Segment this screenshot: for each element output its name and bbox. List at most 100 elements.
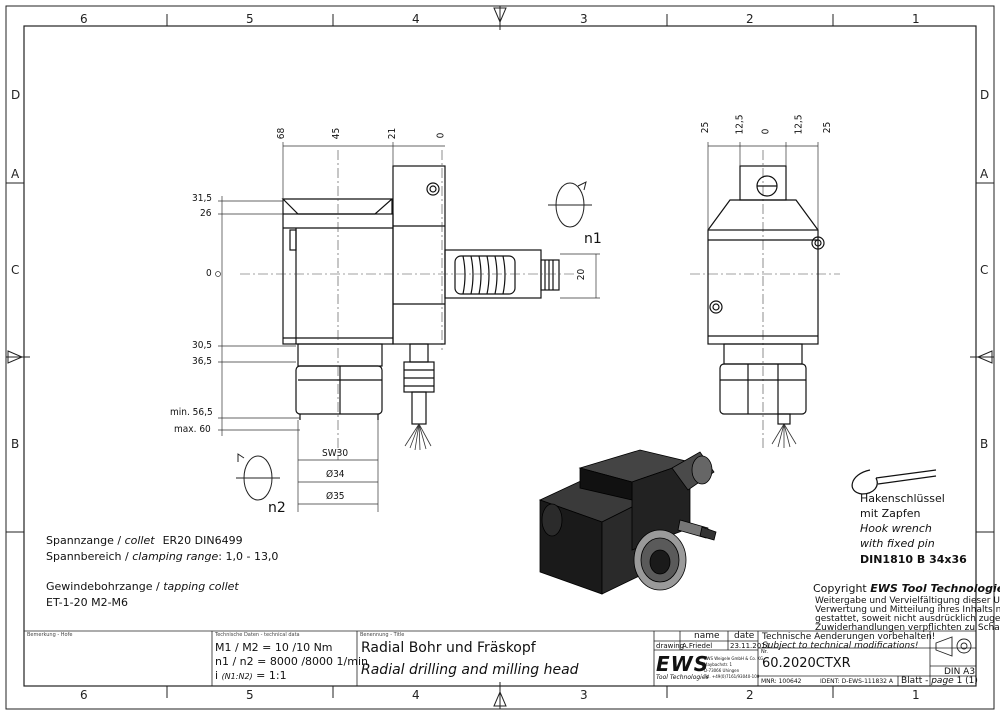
zone-row-a-right: A	[980, 167, 989, 181]
wrench-de-2: mit Zapfen	[860, 507, 921, 520]
change-note-en: Subject to technical modifications!	[762, 641, 919, 651]
zone-col-5-bottom: 5	[246, 688, 254, 702]
wrench-de-1: Hakenschlüssel	[860, 492, 945, 505]
tech-speed: n1 / n2 = 8000 /8000 1/min	[215, 655, 368, 668]
ratio-note: (N1:N2)	[221, 672, 253, 681]
zone-col-5: 5	[246, 12, 254, 26]
remarks-label: Bemerkung - Hofe	[27, 632, 73, 638]
dim-36-5: 36,5	[192, 356, 213, 367]
dim-min-56-5: min. 56,5	[170, 407, 213, 418]
zone-col-2: 2	[746, 12, 754, 26]
zone-row-d: D	[11, 88, 21, 102]
copyright-text-2: Verwertung und Mitteilung ihres Inhalts …	[815, 605, 1000, 615]
clamping-range-line: Spannbereich / clamping range: 1,0 - 13,…	[46, 550, 278, 563]
dim-21: 21	[387, 127, 399, 140]
front-dimensions	[215, 142, 600, 512]
side-dimensions	[707, 142, 819, 230]
front-view	[281, 165, 560, 425]
collet-label-en: collet	[124, 534, 155, 547]
zone-row-c-right: C	[980, 263, 989, 277]
zone-col-4-bottom: 4	[412, 688, 420, 702]
zone-row-c: C	[11, 263, 20, 277]
side-dim-0: 0	[760, 128, 772, 135]
title-label: Benennung - Title	[360, 632, 405, 638]
ident: IDENT: D-EWS-111832 A	[820, 678, 894, 685]
copyright-brand: EWS Tool Technologies	[870, 582, 1000, 595]
clamping-value: : 1,0 - 13,0	[218, 550, 279, 563]
tapping-collet-line: Gewindebohrzange / tapping collet	[46, 580, 239, 593]
tapping-label-en: tapping collet	[163, 580, 239, 593]
clamping-label-en: clamping range	[132, 550, 219, 563]
wrench-din: DIN1810 B 34x36	[860, 553, 967, 566]
ratio-value: = 1:1	[256, 669, 287, 682]
zone-row-a-left: A	[11, 167, 20, 181]
dim-20: 20	[576, 268, 588, 281]
zone-col-1-bottom: 1	[912, 688, 920, 702]
sheet-info: Blatt - page 1 (1)	[901, 676, 978, 686]
dim-68: 68	[276, 127, 288, 140]
company-city: D-73066 Uhingen	[704, 668, 740, 673]
company-phone: Tel. +49(0)7161/93040-100	[704, 674, 760, 679]
zone-row-d-right: D	[980, 88, 990, 102]
title-german: Radial Bohr und Fräskopf	[361, 640, 536, 656]
rotation-symbols	[236, 181, 592, 501]
paper-format: DIN A3	[944, 667, 976, 677]
side-dim-12-5-left: 12,5	[734, 114, 746, 135]
hook-wrench-icon	[851, 469, 937, 495]
change-note-de: Technische Aenderungen vorbehalten!	[762, 632, 936, 642]
copyright-text-1: Weitergabe und Vervielfältigung dieser U…	[815, 596, 1000, 606]
dim-30-5: 30,5	[192, 340, 213, 351]
dim-26: 26	[200, 208, 212, 219]
projection-symbol-icon	[935, 636, 972, 657]
side-dim-25-left: 25	[700, 121, 712, 134]
zone-col-3: 3	[580, 12, 588, 26]
ratio-symbol: i	[215, 669, 219, 682]
tech-torque: M1 / M2 = 10 /10 Nm	[215, 641, 333, 654]
tapping-collet-value: ET-1-20 M2-M6	[46, 596, 129, 609]
zone-col-1: 1	[912, 12, 920, 26]
title-block-lines	[24, 630, 976, 686]
zone-row-b-right: B	[980, 437, 989, 451]
col-date-header: date	[734, 631, 755, 641]
nr-label: Nr.	[761, 649, 768, 655]
tech-data-label: Technische Daten - technical data	[215, 632, 300, 638]
coolant-spray	[404, 423, 797, 451]
drawn-date: 23.11.2011	[730, 642, 771, 650]
iso-rendering	[538, 449, 717, 595]
tech-ratio: i (N1:N2) = 1:1	[215, 669, 287, 682]
zone-row-b: B	[11, 437, 20, 451]
dim-31-5: 31,5	[192, 193, 213, 204]
ews-logo: EWS	[656, 652, 710, 676]
mnr: MNR: 100642	[761, 678, 802, 685]
clamping-label-de: Spannbereich /	[46, 550, 133, 563]
zone-col-2-bottom: 2	[746, 688, 754, 702]
centering-marks	[6, 6, 994, 709]
side-dim-12-5-right: 12,5	[793, 114, 805, 135]
sheet-label-de: Blatt -	[901, 676, 932, 686]
copyright-text-3: gestattet, soweit nicht ausdrücklich zug…	[815, 614, 1000, 624]
company-street: Maybachstr. 1	[704, 662, 733, 667]
copyright-line: Copyright EWS Tool Technologies	[813, 582, 1000, 595]
copyright-text-4: Zuwiderhandlungen verpflichten zu Schade…	[815, 623, 1000, 633]
dim-max-60: max. 60	[174, 424, 211, 435]
dim-zero: 0	[206, 268, 212, 279]
dim-45: 45	[331, 127, 343, 140]
sheet-number: 1 (1)	[953, 676, 978, 686]
drawn-by: A.Friedel	[682, 642, 713, 650]
sheet-label-en: page	[931, 676, 954, 686]
tapping-label-de: Gewindebohrzange /	[46, 580, 164, 593]
ews-logo-sub: Tool Technologies	[656, 674, 709, 681]
rotation-n2-label: n2	[268, 500, 286, 516]
col-name-header: name	[694, 631, 720, 641]
dim-0: 0	[435, 132, 447, 139]
dim-sw30: SW30	[322, 448, 349, 459]
collet-value: ER20 DIN6499	[162, 534, 243, 547]
dim-d35: Ø35	[326, 491, 345, 502]
rotation-n1-label: n1	[584, 231, 602, 247]
dim-d34: Ø34	[326, 469, 345, 480]
zone-col-6-bottom: 6	[80, 688, 88, 702]
wrench-en-2: with fixed pin	[860, 537, 935, 550]
collet-label-de: Spannzange /	[46, 534, 125, 547]
